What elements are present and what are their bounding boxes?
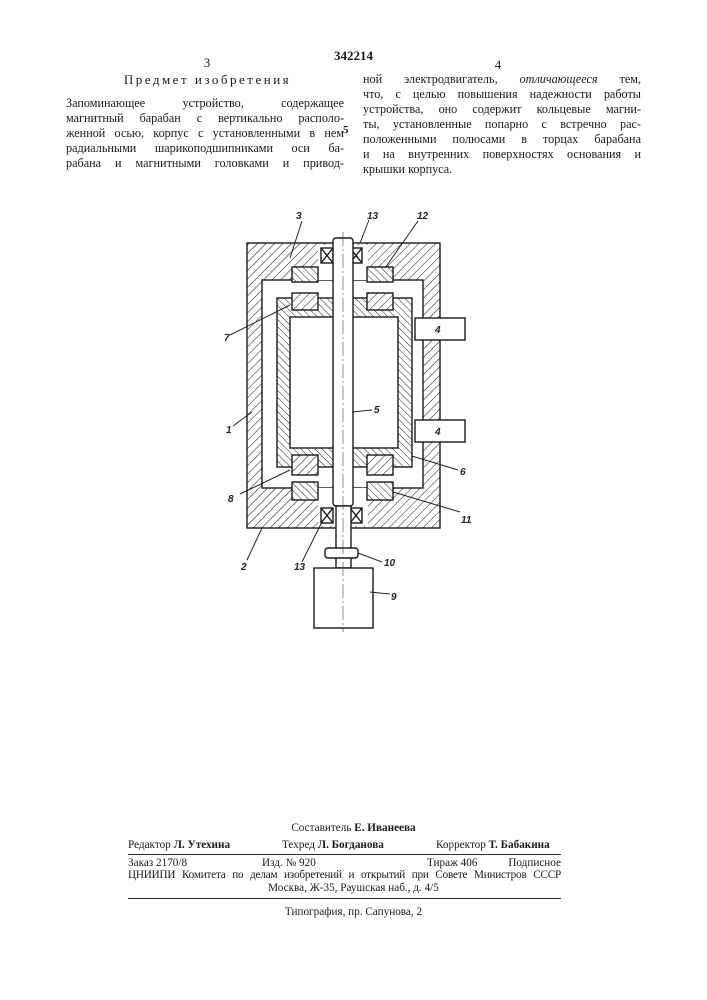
label-12: 12 [417,211,429,222]
corrector-line: Корректор Т. Бабакина [436,839,550,852]
editor-line: Редактор Л. Утехина [128,839,230,852]
label-5: 5 [374,405,380,416]
divider [128,854,561,855]
editor-label: Редактор [128,839,171,851]
techred-name: Л. Богданова [318,839,384,851]
label-11: 11 [461,515,472,526]
compiler-label: Составитель [291,822,351,834]
magnet-7-right [367,293,393,310]
label-3: 3 [296,211,302,222]
magnet-11-left [292,482,318,500]
magnet-8-left [292,455,318,475]
label-6: 6 [460,467,466,478]
editor-name: Л. Утехина [174,839,230,851]
techred-label: Техред [282,839,315,851]
label-9: 9 [391,592,397,603]
label-13-bottom: 13 [294,562,306,573]
compiler-line: Составитель Е. Иванеева [0,822,707,835]
magnet-12-right [367,267,393,282]
publisher: ЦНИИПИ Комитета по делам изобретений и о… [128,869,561,882]
magnet-11-right [367,482,393,500]
magnet-8-right [367,455,393,475]
label-4-bottom: 4 [434,427,441,438]
techred-line: Техред Л. Богданова [282,839,384,852]
label-4-top: 4 [434,325,441,336]
corrector-name: Т. Бабакина [489,839,550,851]
label-10: 10 [384,558,396,569]
compiler-name: Е. Иванеева [354,822,415,834]
label-7: 7 [224,333,230,344]
label-2: 2 [240,562,247,573]
coupling [325,548,358,558]
label-8: 8 [228,494,234,505]
motor [314,568,373,628]
magnet-12-left [292,267,318,282]
label-1: 1 [226,425,232,436]
corrector-label: Корректор [436,839,486,851]
address: Москва, Ж-35, Раушская наб., д. 4/5 [0,882,707,895]
divider [128,898,561,899]
label-13-top: 13 [367,211,379,222]
printer: Типография, пр. Сапунова, 2 [0,906,707,919]
magnet-7-left [292,293,318,310]
